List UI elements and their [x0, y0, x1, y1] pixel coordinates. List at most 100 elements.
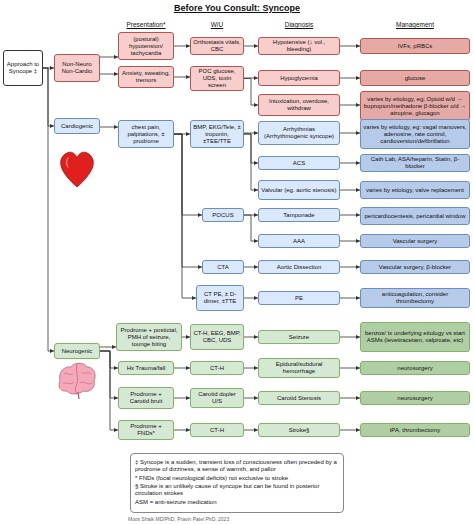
node-text: Neurogenic	[62, 348, 93, 355]
management-box: glucose	[360, 70, 470, 86]
node-text: ‡ Syncope is a sudden, transient loss of…	[135, 459, 339, 473]
connector-arrow	[244, 215, 258, 216]
credit-text: Moos Shaik MD/PhD, Pravin Patel PhD, 202…	[128, 516, 288, 522]
connector-arrow	[244, 133, 258, 134]
category-box: Neurogenic	[54, 343, 100, 359]
connector-arrow	[340, 241, 360, 242]
connector-arrow	[174, 134, 190, 135]
diagnosis-box: Carotid Stenosis	[258, 391, 340, 405]
connector-arrow	[340, 298, 360, 299]
node-text: anticoagulation, consider thrombectomy	[363, 291, 467, 305]
workup-box: Carotid dopler U/S	[190, 388, 244, 408]
connector-arrow	[244, 46, 258, 47]
connector-arrow	[340, 105, 360, 106]
workup-box: POC glucose, UDS, toxin screen	[190, 66, 244, 91]
node-text: CT-H	[210, 365, 224, 372]
node-text: CT-H	[210, 427, 224, 434]
node-text: BMP, EKG/Tele, ± troponin, ±TEE/TTE	[193, 124, 241, 145]
connector-arrow	[174, 134, 202, 267]
node-text: Approach to Syncope ‡	[6, 61, 40, 75]
management-box: tPA, thrombectomy	[360, 423, 470, 437]
node-text: POC glucose, UDS, toxin screen	[193, 68, 241, 89]
connector-arrow	[174, 46, 190, 47]
connector-arrow	[100, 127, 118, 128]
connector-arrow	[340, 215, 360, 216]
management-box: benzos/ tx underlying etiology vs start …	[360, 322, 470, 352]
diagnosis-box: Aortic Dissection	[258, 260, 340, 274]
node-text: Hx Trauma/fall	[127, 365, 166, 372]
management-box: varies by etiology, valve replacement	[360, 181, 470, 199]
connector-arrow	[174, 398, 190, 399]
connector-arrow	[340, 78, 360, 79]
management-box: varies by etiology, eg: vagal manuvers, …	[360, 119, 470, 149]
node-text: Vascular surgery	[393, 238, 438, 245]
node-text: Hypotensive (↓ vol., bleeding)	[261, 39, 337, 53]
node-text: Carotid Stenosis	[277, 395, 321, 402]
connector-arrow	[174, 77, 190, 78]
node-text: Prodrome + postictal, PMH of seizure, to…	[119, 327, 179, 348]
footnote-box: ‡ Syncope is a sudden, transient loss of…	[130, 453, 344, 513]
heart-illustration	[61, 152, 94, 187]
node-text: benzos/ tx underlying etiology vs start …	[363, 330, 467, 344]
connector-arrow	[43, 68, 54, 351]
node-text: Cardiogenic	[61, 123, 93, 130]
diagnosis-box: Stroke§	[258, 423, 340, 437]
connector-arrow	[340, 133, 360, 134]
presentation-box: Anxiety, sweating, tremors	[118, 66, 174, 88]
node-text: chest pain, palpitations, ± prodrome	[121, 124, 171, 145]
management-box: pericardiocentesis, pericardial window	[360, 207, 470, 225]
diagnosis-box: Hypoglycemia	[258, 70, 340, 86]
node-text: PE	[295, 295, 303, 302]
presentation-box: Hx Trauma/fall	[118, 361, 174, 375]
node-text: Non-Neuro Non-Cardio	[57, 61, 97, 75]
diagram-title: Before You Consult: Syncope	[0, 3, 474, 14]
column-header: Presentation*	[118, 21, 174, 29]
node-text: glucose	[405, 75, 426, 82]
node-text: Aortic Dissection	[277, 264, 322, 271]
workup-box: CT-H, EEG, BMP, CBC, UDS	[190, 324, 244, 350]
connector-arrow	[244, 134, 258, 190]
node-text: Cath Lab, ASA/heparin, Statin, β-blocker	[363, 156, 467, 170]
management-box: Cath Lab, ASA/heparin, Statin, β-blocker	[360, 154, 470, 172]
diagnosis-box: Epidural/subdural hemorrhage	[258, 358, 340, 378]
connector-arrow	[244, 298, 258, 299]
connector-arrow	[340, 190, 360, 191]
node-text: Vascular surgery, β-blocker	[379, 264, 451, 271]
connector-arrow	[174, 134, 196, 298]
connector-arrow	[340, 398, 360, 399]
node-text: Stroke§	[289, 427, 310, 434]
node-text: neurosurgery	[397, 365, 432, 372]
node-text: Seizure	[289, 334, 309, 341]
node-text: Prodrome + FNDs*	[121, 423, 171, 437]
connector-arrow	[340, 430, 360, 431]
management-box: Vascular surgery	[360, 234, 470, 248]
management-box: neurosurgery	[360, 361, 470, 375]
connector-arrow	[244, 398, 258, 399]
connector-arrow	[182, 337, 190, 338]
connector-arrow	[340, 337, 360, 338]
connector-arrow	[43, 68, 54, 126]
diagnosis-box: Seizure	[258, 330, 340, 344]
node-text: IVFs, pRBCs	[398, 43, 433, 50]
node-text: neurosurgery	[397, 395, 432, 402]
root-box: Approach to Syncope ‡	[3, 50, 43, 86]
connector-arrow	[174, 368, 190, 369]
node-text: CTA	[217, 264, 229, 271]
node-text: Orthostasis vitals, CBC	[193, 39, 241, 53]
connector-arrow	[340, 368, 360, 369]
brain-illustration	[59, 363, 95, 399]
connector-arrow	[174, 430, 190, 431]
node-text: varies by etiology, eg; Opioid w/d → bup…	[363, 96, 467, 117]
diagnosis-box: Arrhythmias (Arrhythmogenic syncope)	[258, 121, 340, 145]
connector-arrow	[340, 267, 360, 268]
workup-box: CT PE, ± D-dimer, ±TTE	[196, 285, 244, 311]
connector-arrow	[340, 46, 360, 47]
node-text: CT-H, EEG, BMP, CBC, UDS	[193, 330, 241, 344]
connector-arrow	[244, 79, 258, 106]
node-text: Tamponade	[283, 212, 314, 219]
presentation-box: Prodrome + FNDs*	[118, 420, 174, 440]
node-text: AAA	[293, 238, 305, 245]
node-text: CT PE, ± D-dimer, ±TTE	[199, 291, 241, 305]
connector-arrow	[244, 368, 258, 369]
